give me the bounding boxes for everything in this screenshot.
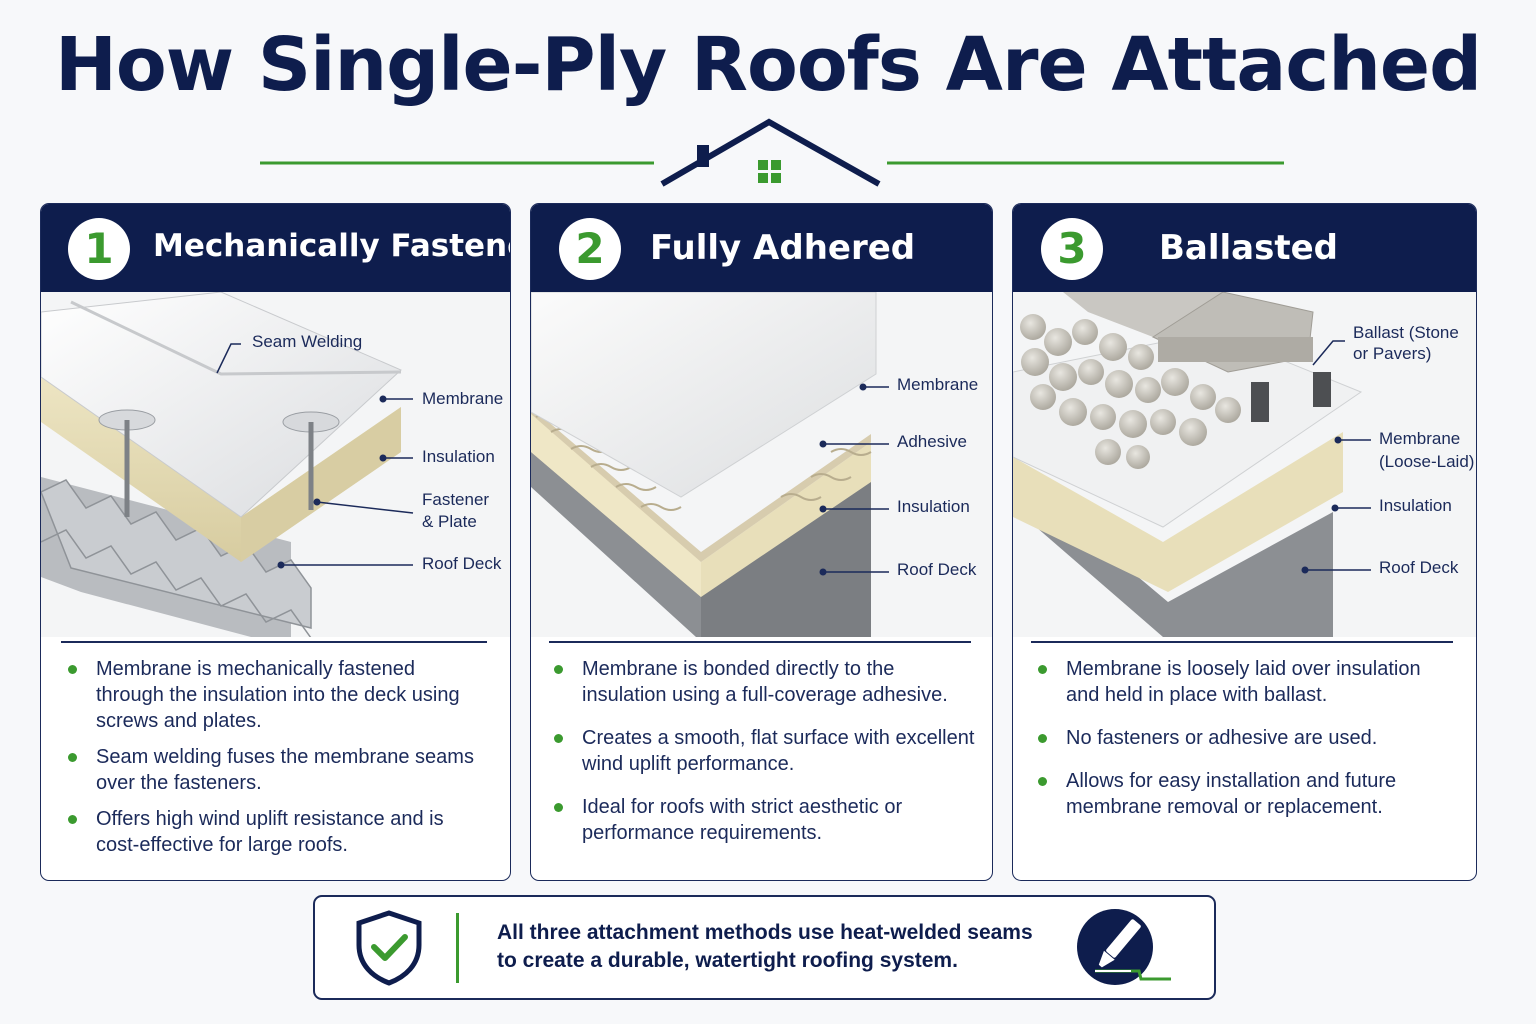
label-adhesive: Adhesive <box>897 432 967 451</box>
label-roof-deck: Roof Deck <box>1379 558 1459 577</box>
list-item: Allows for easy installation and future … <box>1035 768 1455 820</box>
bullet-list: Membrane is mechanically fastened throug… <box>65 656 485 868</box>
fully-adhered-illustration <box>531 292 992 637</box>
list-item: Offers high wind uplift resistance and i… <box>65 806 485 858</box>
list-item: Membrane is loosely laid over insulation… <box>1035 656 1455 708</box>
ballasted-illustration <box>1013 292 1476 637</box>
label-membrane: Membrane <box>897 375 979 394</box>
label-ballast: Ballast (Stone <box>1353 323 1459 342</box>
card-mechanically-fastened: 1 Mechanically Fastened <box>40 203 511 881</box>
card-ballasted: 3 Ballasted <box>1012 203 1477 881</box>
label-insulation: Insulation <box>897 497 970 516</box>
fastener-icon <box>98 409 340 517</box>
mechanically-fastened-illustration <box>41 292 510 637</box>
card-fully-adhered: 2 Fully Adhered Membrane Adhesive Insula… <box>530 203 993 881</box>
step-number: 3 <box>1041 218 1103 280</box>
bullet-list: Membrane is bonded directly to the insul… <box>551 656 976 863</box>
label-roof-deck: Roof Deck <box>897 560 977 579</box>
card-header: 3 Ballasted <box>1013 204 1476 292</box>
step-number: 1 <box>68 218 130 280</box>
page-title: How Single-Ply Roofs Are Attached <box>54 22 1482 108</box>
welding-torch-icon <box>1077 909 1171 985</box>
list-item: Ideal for roofs with strict aesthetic or… <box>551 794 976 846</box>
label-membrane: Membrane <box>1379 429 1461 448</box>
divider <box>549 641 971 643</box>
label-membrane-type: (Loose-Laid) <box>1379 452 1475 471</box>
label-plate: & Plate <box>422 512 477 531</box>
label-fastener: Fastener <box>422 490 490 509</box>
card-title: Fully Adhered <box>650 228 916 268</box>
house-icon <box>260 118 1284 187</box>
list-item: Membrane is mechanically fastened throug… <box>65 656 485 734</box>
shield-check-icon <box>356 910 422 986</box>
bullet-list: Membrane is loosely laid over insulation… <box>1035 656 1455 837</box>
step-number: 2 <box>559 218 621 280</box>
card-title: Mechanically Fastened <box>153 228 511 264</box>
footer-callout: All three attachment methods use heat-we… <box>313 895 1216 1000</box>
card-header: 1 Mechanically Fastened <box>41 204 510 292</box>
label-membrane: Membrane <box>422 389 504 408</box>
footer-text: All three attachment methods use heat-we… <box>497 921 1033 972</box>
label-ballast-type: or Pavers) <box>1353 344 1432 363</box>
label-insulation: Insulation <box>422 447 495 466</box>
list-item: Creates a smooth, flat surface with exce… <box>551 725 976 777</box>
divider <box>1031 641 1453 643</box>
label-seam-welding: Seam Welding <box>252 332 363 351</box>
list-item: Seam welding fuses the membrane seams ov… <box>65 744 485 796</box>
card-header: 2 Fully Adhered <box>531 204 992 292</box>
list-item: No fasteners or adhesive are used. <box>1035 725 1455 751</box>
divider <box>61 641 487 643</box>
card-title: Ballasted <box>1159 228 1338 268</box>
label-insulation: Insulation <box>1379 496 1452 515</box>
divider <box>456 913 459 983</box>
list-item: Membrane is bonded directly to the insul… <box>551 656 976 708</box>
stone-icon <box>1020 314 1241 469</box>
label-roof-deck: Roof Deck <box>422 554 502 573</box>
